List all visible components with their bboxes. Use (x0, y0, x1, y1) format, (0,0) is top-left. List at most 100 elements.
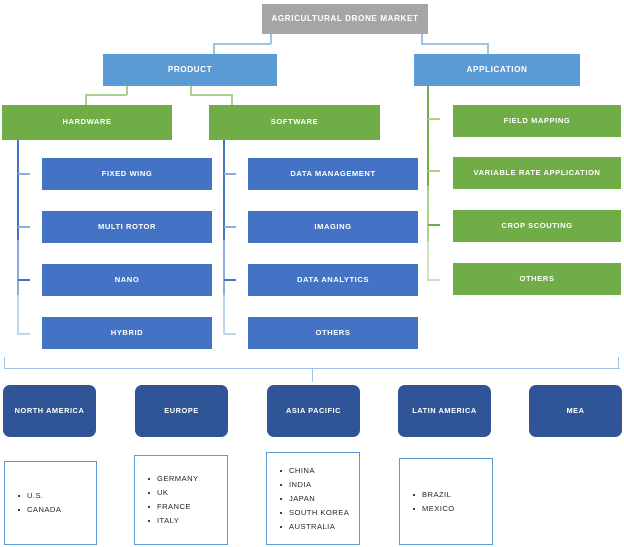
node-label: MULTI ROTOR (97, 221, 157, 231)
node-region-asia-pacific[interactable]: ASIA PACIFIC (267, 385, 360, 437)
country-list-item: INDIA (280, 478, 359, 492)
connector-product-to-hardware-horizontal (85, 94, 127, 96)
connector-application-spine-bottom (427, 241, 429, 281)
country-list-item: JAPAN (280, 492, 359, 506)
node-region-latin-america[interactable]: LATIN AMERICA (398, 385, 491, 437)
connector-region-bracket-left-riser (4, 357, 6, 369)
node-label: HARDWARE (62, 117, 112, 127)
node-label: CROP SCOUTING (501, 220, 573, 230)
connector-root-to-product-horizontal (213, 43, 271, 45)
connector-root-to-product-vertical (270, 34, 272, 44)
node-label: APPLICATION (466, 65, 528, 75)
connector-hardware-spine-bottom (17, 295, 19, 335)
node-label: SOFTWARE (270, 117, 319, 127)
country-list-item: GERMANY (148, 472, 227, 486)
country-list-item: BRAZIL (413, 488, 492, 502)
node-multi-rotor[interactable]: MULTI ROTOR (42, 211, 212, 243)
node-label: EUROPE (164, 405, 199, 415)
node-application[interactable]: APPLICATION (414, 54, 580, 86)
country-list-north-america: U.S.CANADA (4, 461, 97, 545)
node-hardware[interactable]: HARDWARE (2, 105, 172, 140)
country-list-item: UK (148, 486, 227, 500)
connector-product-to-software-horizontal (190, 94, 233, 96)
connector-application-drop (487, 43, 489, 57)
node-software-others[interactable]: OTHERS (248, 317, 418, 349)
node-region-mea[interactable]: MEA (529, 385, 622, 437)
node-field-mapping[interactable]: FIELD MAPPING (453, 105, 621, 137)
node-crop-scouting[interactable]: CROP SCOUTING (453, 210, 621, 242)
connector-hardware-spine-mid (17, 240, 19, 295)
node-data-analytics[interactable]: DATA ANALYTICS (248, 264, 418, 296)
country-list: U.S.CANADA (5, 489, 96, 517)
connector-software-spine-top (223, 140, 225, 240)
node-label: DATA ANALYTICS (297, 274, 369, 284)
connector-root-to-application-vertical (421, 34, 423, 44)
country-list-item: CHINA (280, 464, 359, 478)
node-region-europe[interactable]: EUROPE (135, 385, 228, 437)
node-application-others[interactable]: OTHERS (453, 263, 621, 295)
node-label: OTHERS (315, 327, 351, 337)
country-list-item: AUSTRALIA (280, 520, 359, 534)
node-hybrid[interactable]: HYBRID (42, 317, 212, 349)
connector-application-stub-variable-rate (428, 170, 440, 172)
node-variable-rate-application[interactable]: VARIABLE RATE APPLICATION (453, 157, 621, 189)
country-list-item: U.S. (18, 489, 96, 503)
connector-software-spine-bottom (223, 295, 225, 335)
connector-hardware-spine-top (17, 140, 19, 240)
connector-product-drop (213, 43, 215, 57)
node-label: MEA (566, 405, 585, 415)
node-root-agricultural-drone-market[interactable]: AGRICULTURAL DRONE MARKET (262, 4, 428, 34)
node-region-north-america[interactable]: NORTH AMERICA (3, 385, 96, 437)
node-fixed-wing[interactable]: FIXED WING (42, 158, 212, 190)
node-software[interactable]: SOFTWARE (209, 105, 380, 140)
connector-software-stub-others (224, 333, 236, 335)
connector-hardware-stub-multi-rotor (18, 226, 30, 228)
connector-software-stub-data-management (224, 173, 236, 175)
node-label: NORTH AMERICA (14, 405, 85, 415)
connector-application-stub-others (428, 279, 440, 281)
node-label: FIXED WING (101, 168, 153, 178)
connector-hardware-drop (85, 94, 87, 105)
node-label: AGRICULTURAL DRONE MARKET (271, 14, 419, 24)
country-list-item: SOUTH KOREA (280, 506, 359, 520)
node-label: IMAGING (314, 221, 352, 231)
node-label: OTHERS (519, 273, 555, 283)
connector-application-spine-mid (427, 186, 429, 241)
node-label: DATA MANAGEMENT (290, 168, 376, 178)
node-label: PRODUCT (167, 65, 213, 75)
country-list-item: MEXICO (413, 502, 492, 516)
connector-hardware-stub-fixed-wing (18, 173, 30, 175)
node-label: HYBRID (110, 327, 144, 337)
node-nano[interactable]: NANO (42, 264, 212, 296)
connector-region-bracket-center-drop (312, 368, 314, 382)
connector-application-stub-crop-scouting (428, 224, 440, 226)
node-label: VARIABLE RATE APPLICATION (473, 167, 601, 177)
node-imaging[interactable]: IMAGING (248, 211, 418, 243)
connector-application-spine-top (427, 86, 429, 186)
node-product[interactable]: PRODUCT (103, 54, 277, 86)
node-label: LATIN AMERICA (412, 405, 477, 415)
connector-hardware-stub-hybrid (18, 333, 30, 335)
connector-region-bracket-right-riser (618, 357, 620, 369)
node-label: NANO (114, 274, 140, 284)
country-list-item: ITALY (148, 514, 227, 528)
connector-software-stub-imaging (224, 226, 236, 228)
connector-product-to-hardware-vertical (126, 86, 128, 95)
connector-software-drop (231, 94, 233, 105)
node-data-management[interactable]: DATA MANAGEMENT (248, 158, 418, 190)
connector-root-to-application-horizontal (421, 43, 488, 45)
country-list-item: FRANCE (148, 500, 227, 514)
node-label: FIELD MAPPING (503, 115, 571, 125)
connector-product-to-software-vertical (190, 86, 192, 95)
connector-software-stub-data-analytics (224, 279, 236, 281)
connector-hardware-stub-nano (18, 279, 30, 281)
country-list-item: CANADA (18, 503, 96, 517)
connector-software-spine-mid (223, 240, 225, 295)
